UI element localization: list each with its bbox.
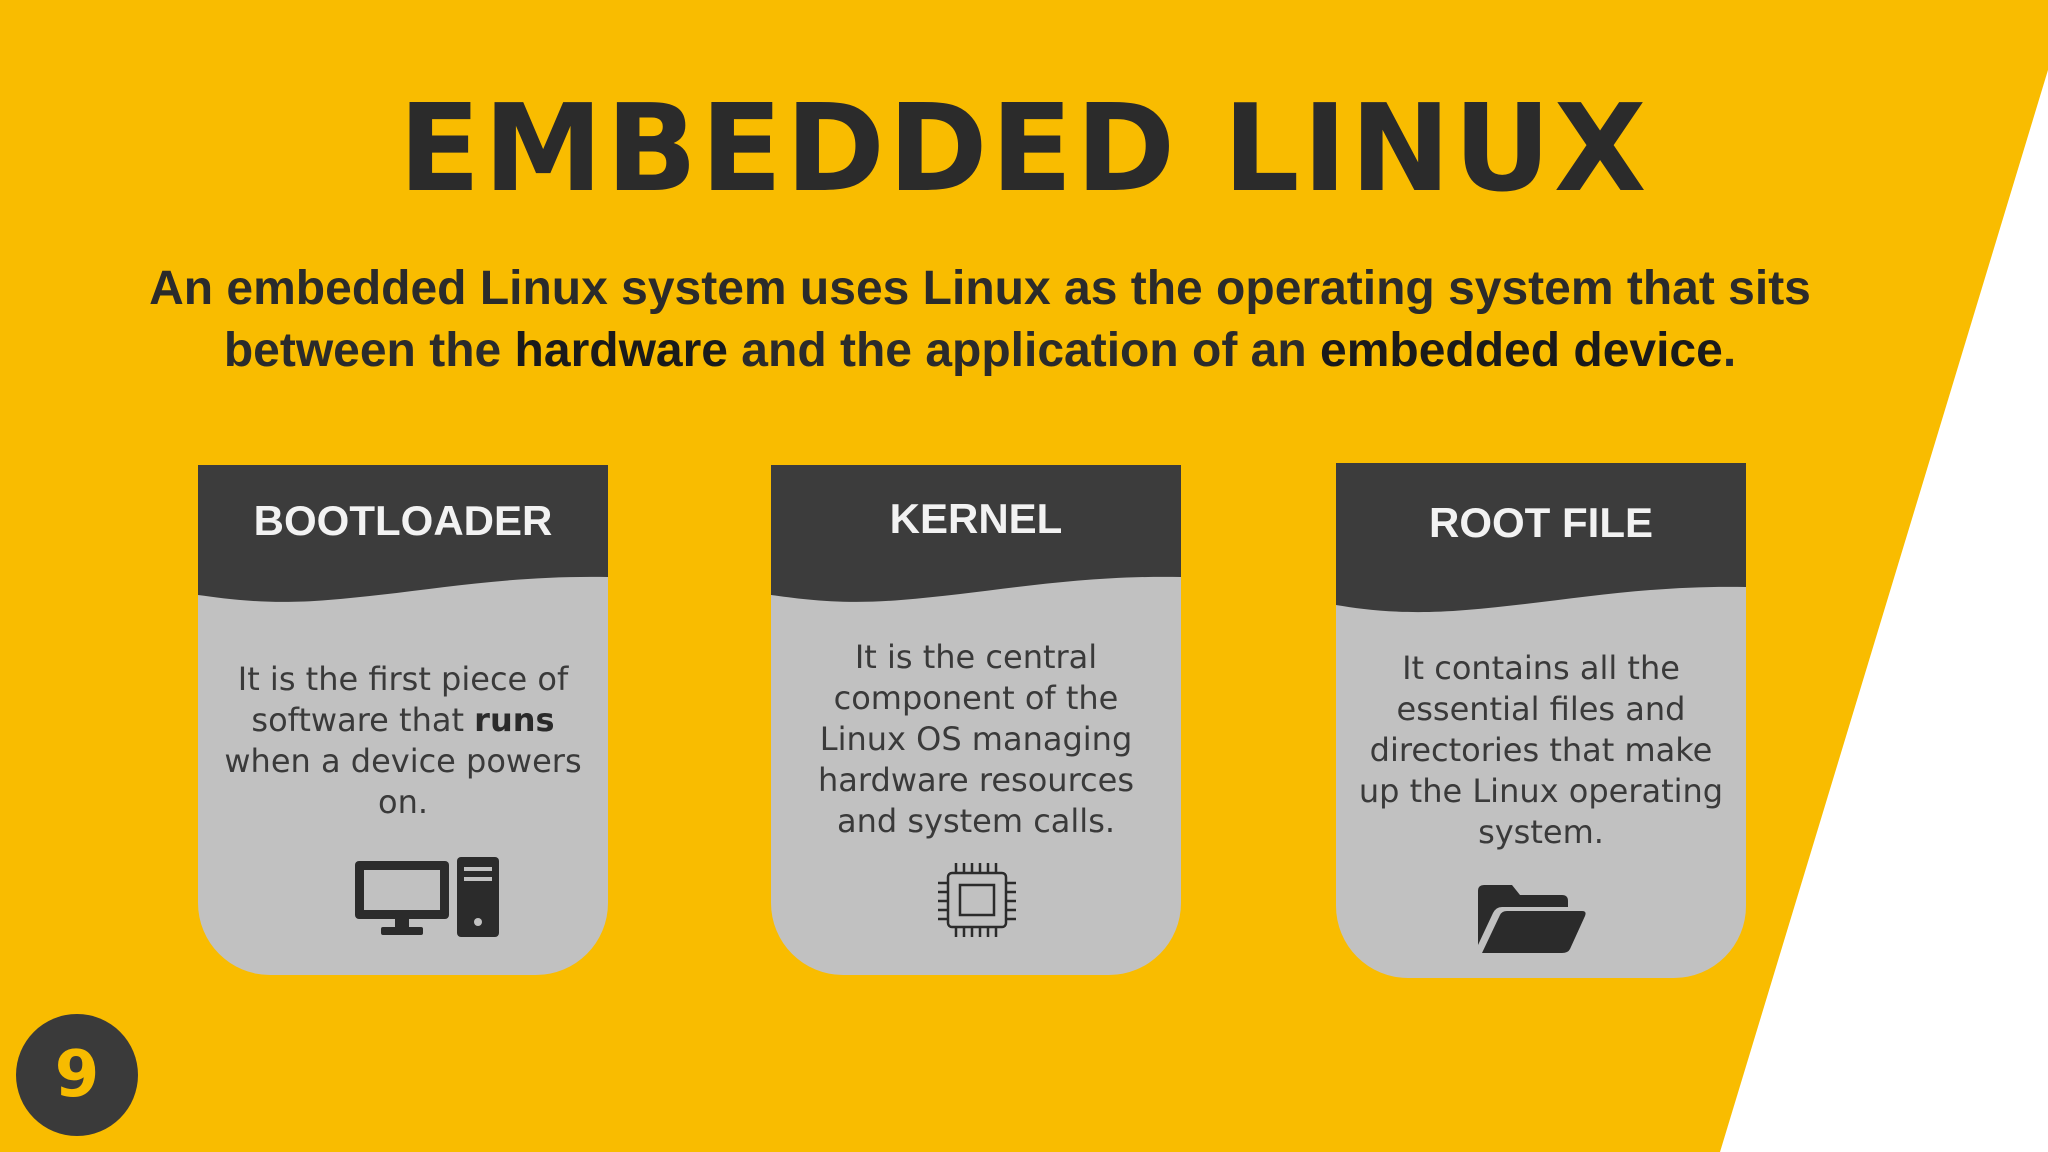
subtitle-text-2: and the application of an xyxy=(727,324,1320,377)
page-number: 9 xyxy=(54,1038,100,1112)
subtitle-text-3: . xyxy=(1722,324,1737,377)
card-header xyxy=(1336,463,1746,613)
card-text-root-file: It contains all the essential files and … xyxy=(1358,649,1724,851)
card-header xyxy=(771,465,1181,602)
desktop-computer-icon xyxy=(355,857,499,937)
card-text-kernel: It is the central component of the Linux… xyxy=(818,638,1134,840)
subtitle-bold-hardware: hardware xyxy=(514,324,728,377)
open-folder-icon xyxy=(1478,885,1586,953)
subtitle-bold-embedded-device: embedded device xyxy=(1320,324,1723,377)
slide-subtitle: An embedded Linux system uses Linux as t… xyxy=(130,258,1830,382)
kernel-card: KERNEL It is the central component of th… xyxy=(771,465,1181,975)
card-title-kernel: KERNEL xyxy=(889,495,1063,542)
card-title-root-file: ROOT FILE xyxy=(1429,499,1653,546)
card-text-bold: runs xyxy=(474,701,555,739)
root-file-card: ROOT FILE It contains all the essential … xyxy=(1336,463,1746,978)
subtitle-text-1: An embedded Linux system uses Linux as t… xyxy=(149,262,1811,377)
card-title-bootloader: BOOTLOADER xyxy=(253,497,553,544)
page-number-badge: 9 xyxy=(16,1014,138,1136)
cpu-chip-icon xyxy=(938,863,1016,937)
card-text-part: when a device powers on. xyxy=(224,742,582,821)
card-text-part: It is the first piece of software that xyxy=(237,660,569,739)
bootloader-card: BOOTLOADER It is the first piece of soft… xyxy=(198,465,608,975)
card-header xyxy=(198,465,608,602)
card-text-bootloader: It is the first piece of software that r… xyxy=(218,659,588,823)
slide-title: EMBEDDED LINUX xyxy=(398,80,1650,219)
